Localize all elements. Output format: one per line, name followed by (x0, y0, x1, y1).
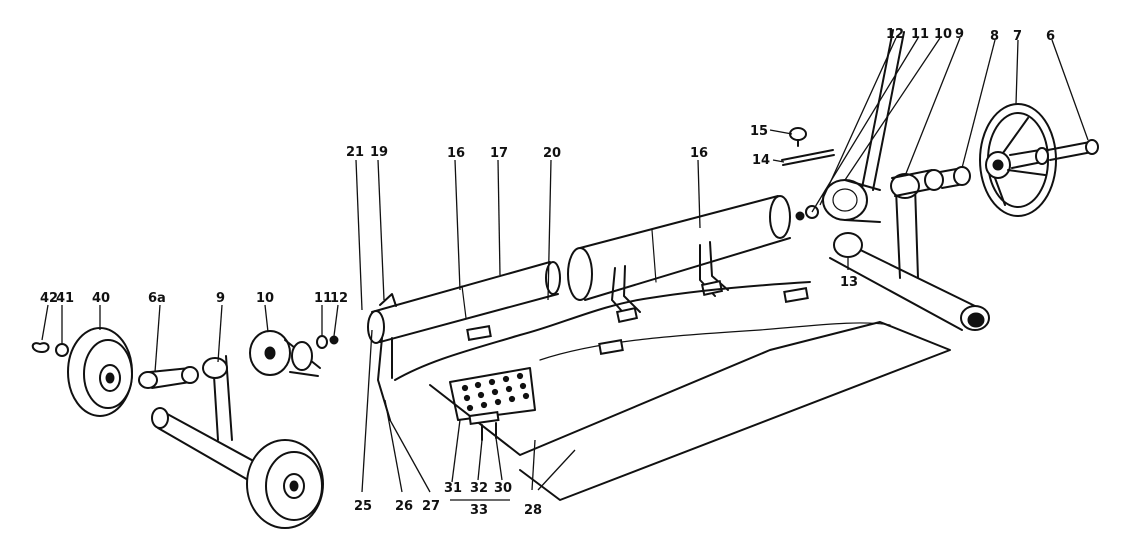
label-16-left: 16 (447, 146, 465, 161)
label-26: 26 (395, 499, 413, 514)
label-17: 17 (490, 146, 508, 161)
right-bearing-housing (822, 169, 944, 223)
left-bearing-housing (249, 330, 321, 377)
label-15: 15 (750, 124, 768, 139)
clip-42-washer-41 (31, 342, 69, 357)
label-10-left: 10 (256, 291, 274, 306)
label-27: 27 (422, 499, 440, 514)
label-20: 20 (543, 146, 561, 161)
label-30: 30 (494, 481, 512, 496)
label-31: 31 (444, 481, 462, 496)
front-left-wheel (67, 327, 133, 417)
left-stand-frame (151, 355, 271, 489)
label-12-right: 12 (886, 27, 904, 42)
left-roller-tube (367, 261, 561, 421)
label-19: 19 (370, 145, 388, 160)
label-33: 33 (470, 503, 488, 518)
label-25: 25 (354, 499, 372, 514)
label-6a: 6a (148, 291, 166, 306)
leader-lines (41, 37, 1089, 501)
label-11-right: 11 (911, 27, 929, 42)
label-13: 13 (840, 275, 858, 290)
pool-cover-sheet (394, 281, 951, 501)
label-32: 32 (470, 481, 488, 496)
label-10-right: 10 (934, 27, 952, 42)
label-11-left: 11 (314, 291, 332, 306)
right-stand-frame (829, 29, 990, 331)
label-42: 42 (40, 291, 58, 306)
label-9-right: 9 (955, 27, 964, 42)
reinforcement-patch (449, 367, 536, 441)
label-9-left: 9 (216, 291, 225, 306)
label-40: 40 (92, 291, 110, 306)
right-washer-nut (795, 205, 819, 221)
label-21: 21 (346, 145, 364, 160)
label-6: 6 (1046, 29, 1055, 44)
rear-wheel (246, 439, 324, 529)
locking-pin-14 (781, 149, 835, 166)
label-14: 14 (752, 153, 770, 168)
handwheel-7 (979, 103, 1099, 217)
label-7: 7 (1013, 29, 1022, 44)
knob-15 (789, 127, 807, 147)
label-8: 8 (990, 29, 999, 44)
part-labels: 12 11 10 9 8 7 6 15 14 16 13 21 19 16 17… (40, 27, 1055, 518)
label-41: 41 (56, 291, 74, 306)
label-16-right: 16 (690, 146, 708, 161)
label-28: 28 (524, 503, 542, 518)
right-roller-tube (567, 195, 791, 323)
left-collar-6a (138, 366, 199, 389)
spacer-8 (939, 166, 971, 189)
label-12-left: 12 (330, 291, 348, 306)
left-washer-nut (316, 335, 339, 349)
